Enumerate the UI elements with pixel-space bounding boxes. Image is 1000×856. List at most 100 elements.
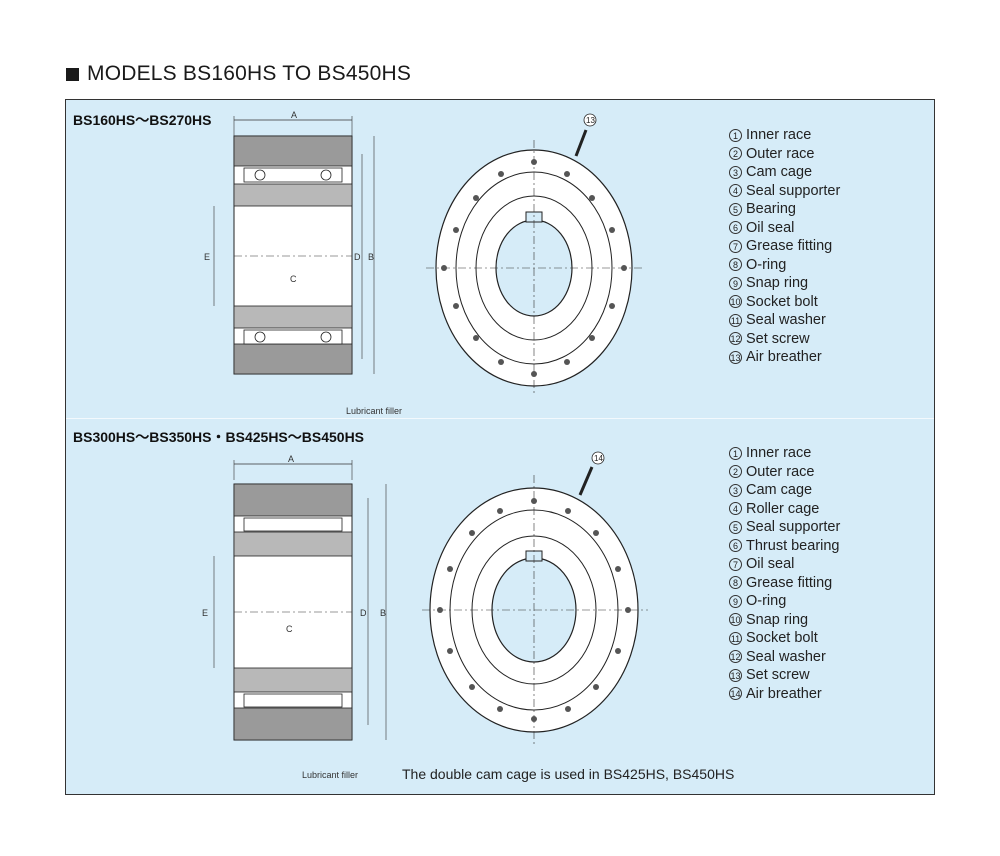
legend-label: Cam cage bbox=[746, 482, 813, 499]
legend-number-circle: 3 bbox=[729, 483, 742, 497]
dim-a-label: A bbox=[291, 110, 297, 120]
section1-legend-item: 12 Set screw bbox=[729, 330, 840, 349]
diagram-panel: BS160HS～BS270HS A C E D B Lubricant fill… bbox=[65, 99, 935, 795]
section2-title: BS300HS～BS350HS・BS425HS～BS450HS bbox=[73, 429, 365, 445]
legend-number-circle: 10 bbox=[729, 613, 742, 627]
legend-label: Set screw bbox=[746, 330, 810, 347]
legend-number-circle: 11 bbox=[729, 631, 742, 645]
heading-text: MODELS BS160HS TO BS450HS bbox=[87, 62, 412, 85]
section1-legend-item: 9 Snap ring bbox=[729, 274, 840, 293]
breather-callout-1: 13 bbox=[586, 116, 595, 125]
section2-legend-item: 5 Seal supporter bbox=[729, 518, 840, 537]
legend-label: Bearing bbox=[746, 201, 796, 218]
dim-e-label: E bbox=[204, 252, 210, 262]
legend-number-circle: 7 bbox=[729, 557, 742, 571]
legend-number-circle: 6 bbox=[729, 539, 742, 553]
section1-legend-item: 8 O-ring bbox=[729, 256, 840, 275]
legend-number-circle: 11 bbox=[729, 313, 742, 327]
legend-number-circle: 9 bbox=[729, 276, 742, 290]
lubricant-label-1: Lubricant filler bbox=[346, 406, 402, 416]
dim-a-label-2: A bbox=[288, 454, 294, 464]
legend-label: Inner race bbox=[746, 127, 812, 144]
legend-number-circle: 2 bbox=[729, 147, 742, 161]
legend-label: Oil seal bbox=[746, 219, 795, 236]
legend-label: Seal washer bbox=[746, 312, 826, 329]
dim-d-label: D bbox=[354, 252, 361, 262]
legend-label: Seal washer bbox=[746, 648, 826, 665]
dim-b-label-2: B bbox=[380, 608, 386, 618]
dim-d-label-2: D bbox=[360, 608, 367, 618]
legend-label: Grease fitting bbox=[746, 238, 833, 255]
section1-legend-item: 10 Socket bolt bbox=[729, 293, 840, 312]
section1-face-view: 13 bbox=[426, 113, 642, 396]
legend-label: Air breather bbox=[746, 685, 822, 702]
dim-e-label-2: E bbox=[202, 608, 208, 618]
lubricant-label-2: Lubricant filler bbox=[302, 770, 358, 780]
legend-number-circle: 8 bbox=[729, 258, 742, 272]
section2-legend-item: 11 Socket bolt bbox=[729, 629, 840, 648]
section1-legend-item: 3 Cam cage bbox=[729, 163, 840, 182]
legend-label: O-ring bbox=[746, 256, 787, 273]
heading-square-icon bbox=[66, 67, 79, 81]
section2-legend-item: 3 Cam cage bbox=[729, 481, 840, 500]
legend-label: Set screw bbox=[746, 667, 810, 684]
legend-number-circle: 7 bbox=[729, 239, 742, 253]
dim-b-label: B bbox=[368, 252, 374, 262]
section-divider bbox=[66, 418, 934, 419]
legend-label: Socket bolt bbox=[746, 293, 818, 310]
legend-number-circle: 2 bbox=[729, 465, 742, 479]
section1-legend-item: 13 Air breather bbox=[729, 348, 840, 367]
double-cam-note: The double cam cage is used in BS425HS, … bbox=[402, 766, 735, 782]
section1-cross-section: A C E D B Lubricant filler bbox=[204, 110, 402, 416]
legend-number-circle: 4 bbox=[729, 502, 742, 516]
legend-number-circle: 10 bbox=[729, 295, 742, 309]
legend-number-circle: 12 bbox=[729, 650, 742, 664]
page-heading: MODELS BS160HS TO BS450HS bbox=[66, 62, 411, 86]
section2-legend-item: 4 Roller cage bbox=[729, 500, 840, 519]
legend-label: Inner race bbox=[746, 445, 812, 462]
legend-label: Snap ring bbox=[746, 275, 809, 292]
section1-title: BS160HS～BS270HS bbox=[73, 112, 212, 128]
legend-label: Air breather bbox=[746, 349, 822, 366]
legend-label: Thrust bearing bbox=[746, 537, 840, 554]
section2-legend-item: 7 Oil seal bbox=[729, 555, 840, 574]
legend-label: Grease fitting bbox=[746, 574, 833, 591]
section1-legend-item: 6 Oil seal bbox=[729, 219, 840, 238]
legend-number-circle: 1 bbox=[729, 128, 742, 142]
legend-label: Outer race bbox=[746, 463, 815, 480]
section2-legend-item: 12 Seal washer bbox=[729, 648, 840, 667]
dim-c-label-2: C bbox=[286, 624, 293, 634]
legend-label: Cam cage bbox=[746, 164, 813, 181]
legend-number-circle: 13 bbox=[729, 350, 742, 364]
section1-legend-item: 11 Seal washer bbox=[729, 311, 840, 330]
breather-callout-2: 14 bbox=[594, 454, 603, 463]
legend-label: Roller cage bbox=[746, 500, 820, 517]
legend-number-circle: 9 bbox=[729, 594, 742, 608]
section2-legend-item: 13 Set screw bbox=[729, 666, 840, 685]
legend-number-circle: 13 bbox=[729, 668, 742, 682]
legend-number-circle: 12 bbox=[729, 332, 742, 346]
dim-c-label: C bbox=[290, 274, 297, 284]
legend-number-circle: 3 bbox=[729, 165, 742, 179]
legend-number-circle: 14 bbox=[729, 687, 742, 701]
legend-number-circle: 8 bbox=[729, 576, 742, 590]
section1-legend-item: 1 Inner race bbox=[729, 126, 840, 145]
legend-label: Oil seal bbox=[746, 556, 795, 573]
section1-legend-item: 7 Grease fitting bbox=[729, 237, 840, 256]
section2-legend-item: 8 Grease fitting bbox=[729, 574, 840, 593]
legend-number-circle: 6 bbox=[729, 221, 742, 235]
section2-face-view: 14 bbox=[422, 451, 648, 745]
legend-number-circle: 5 bbox=[729, 520, 742, 534]
legend-label: Seal supporter bbox=[746, 519, 841, 536]
legend-label: Socket bolt bbox=[746, 630, 818, 647]
section2-cross-section: A C E D B Lubricant filler bbox=[202, 454, 387, 780]
section2-legend-item: 14 Air breather bbox=[729, 685, 840, 704]
